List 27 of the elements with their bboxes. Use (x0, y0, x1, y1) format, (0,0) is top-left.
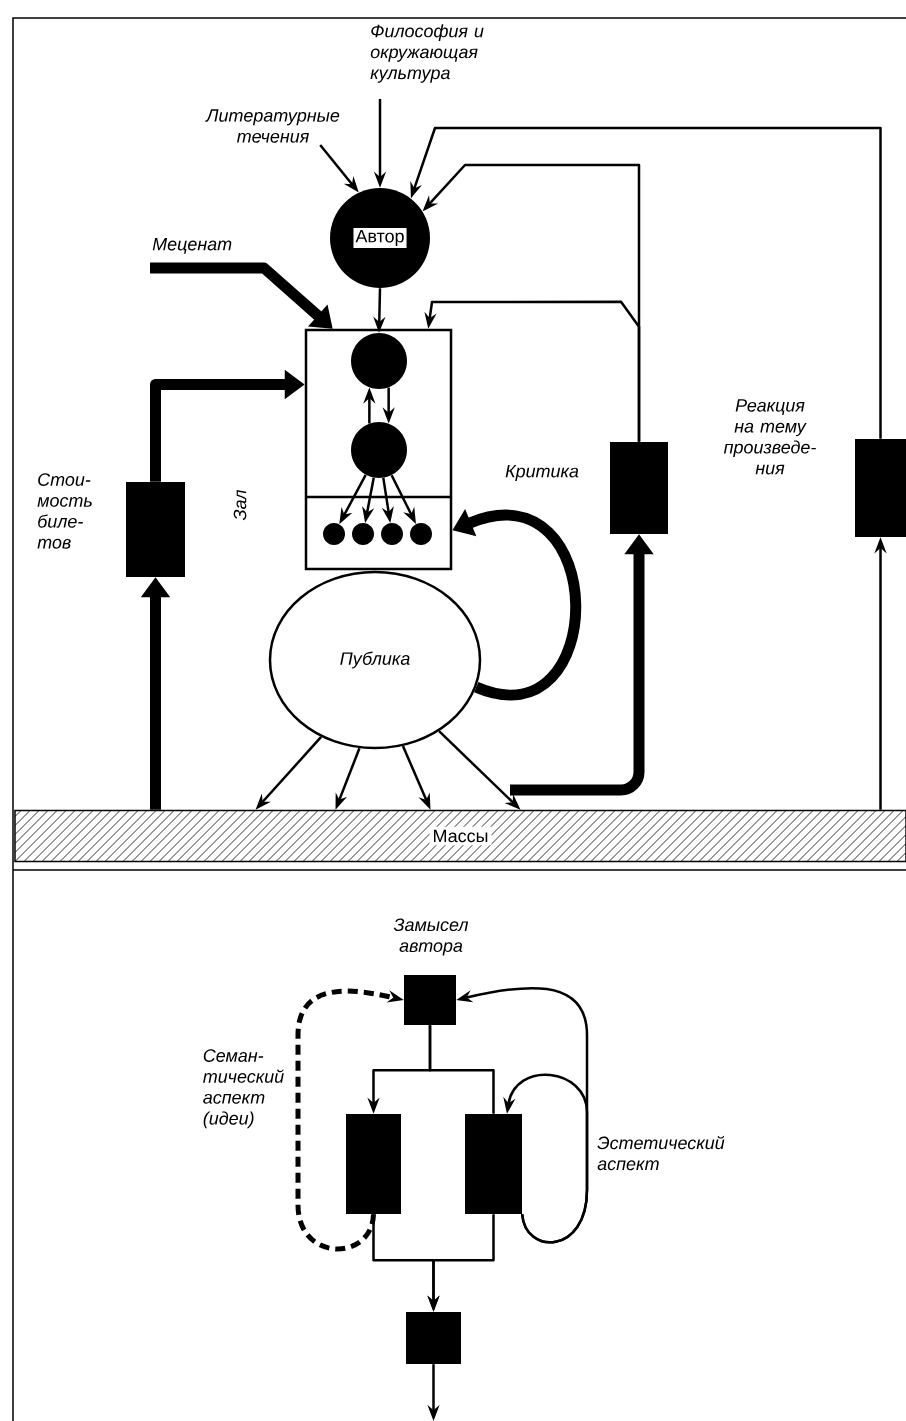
text-label: Литературные течения (205, 109, 340, 143)
caption-text: Замысел автора (393, 918, 469, 956)
filled-square (406, 1312, 461, 1364)
filled-block (465, 1114, 522, 1214)
text-label: Меценат (152, 237, 232, 254)
dot (323, 523, 345, 545)
dot (381, 523, 403, 545)
caption-text: Зал (233, 489, 247, 521)
connector-line (428, 1025, 495, 1114)
caption-text: Эстетический аспект (597, 1135, 725, 1171)
caption-text: Стои- мость биле- тов (37, 473, 92, 549)
filled-square (404, 975, 456, 1025)
dot (352, 523, 374, 545)
caption-text: Реакция на тему произведе- ния (723, 399, 816, 475)
arrow (410, 126, 882, 439)
filled-block (855, 439, 906, 537)
filled-block (126, 482, 185, 577)
text-label: Философия и окружающая культура (370, 24, 484, 83)
hatched-band: Массы (14, 809, 906, 863)
caption-text: Критика (505, 464, 579, 482)
caption-text: Семан- тический аспект (идеи) (203, 1049, 284, 1129)
filled-circle (351, 422, 407, 478)
filled-circle (351, 333, 407, 389)
filled-block (346, 1114, 401, 1214)
dot (410, 523, 432, 545)
hall-box (304, 328, 453, 571)
filled-block (610, 442, 668, 534)
